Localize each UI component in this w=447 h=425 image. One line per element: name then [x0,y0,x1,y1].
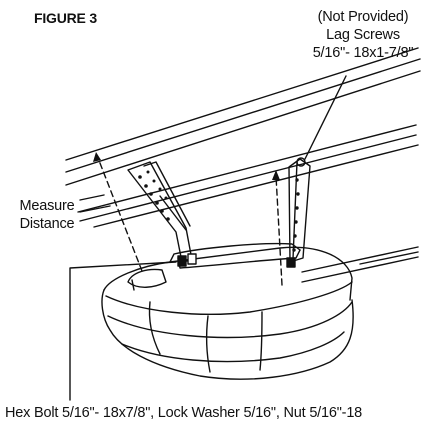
dashed-placement-arrows [97,157,283,286]
bracket-bolts [177,253,296,268]
ceiling-joist-back [77,124,419,228]
left-bracket-holes [138,170,170,221]
angle-iron-rear [301,246,419,283]
right-bracket-holes [292,178,300,252]
measure-distance-callout: Measure Distance [16,197,78,233]
arrow-heads [93,152,280,180]
left-hanging-bracket [127,161,193,263]
figure-title: FIGURE 3 [34,10,97,26]
opener-motor-unit [101,242,354,380]
lag-screws-note: (Not Provided) [317,9,409,25]
ceiling-joist-front [65,47,421,186]
right-hanging-bracket [288,157,311,263]
lag-screw-leader [304,75,347,160]
measure-distance-leaders [79,194,111,213]
measure-label-line1: Measure [19,198,75,214]
lag-screws-title: Lag Screws [326,27,400,43]
lag-screws-callout: (Not Provided) Lag Screws 5/16"- 18x1-7/… [313,8,414,62]
measure-label-line2: Distance [19,216,75,232]
hardware-callout: Hex Bolt 5/16"- 18x7/8", Lock Washer 5/1… [5,405,363,421]
lag-screws-size: 5/16"- 18x1-7/8" [312,45,414,61]
hardware-leader [69,261,177,401]
